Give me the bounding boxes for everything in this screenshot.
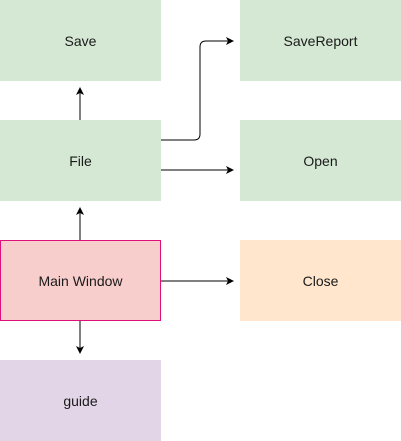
node-save[interactable]: Save — [0, 0, 161, 81]
node-main-window-label: Main Window — [38, 272, 123, 289]
node-main-window[interactable]: Main Window — [0, 240, 161, 321]
node-savereport[interactable]: SaveReport — [240, 0, 401, 81]
node-open-label: Open — [303, 152, 338, 169]
edge-file-to-savereport — [161, 37, 234, 141]
node-open[interactable]: Open — [240, 120, 401, 201]
node-guide[interactable]: guide — [0, 360, 161, 441]
node-file[interactable]: File — [0, 120, 161, 201]
node-savereport-label: SaveReport — [283, 32, 358, 49]
node-close-label: Close — [302, 272, 339, 289]
node-file-label: File — [69, 152, 92, 169]
node-save-label: Save — [64, 32, 97, 49]
node-guide-label: guide — [63, 392, 98, 409]
